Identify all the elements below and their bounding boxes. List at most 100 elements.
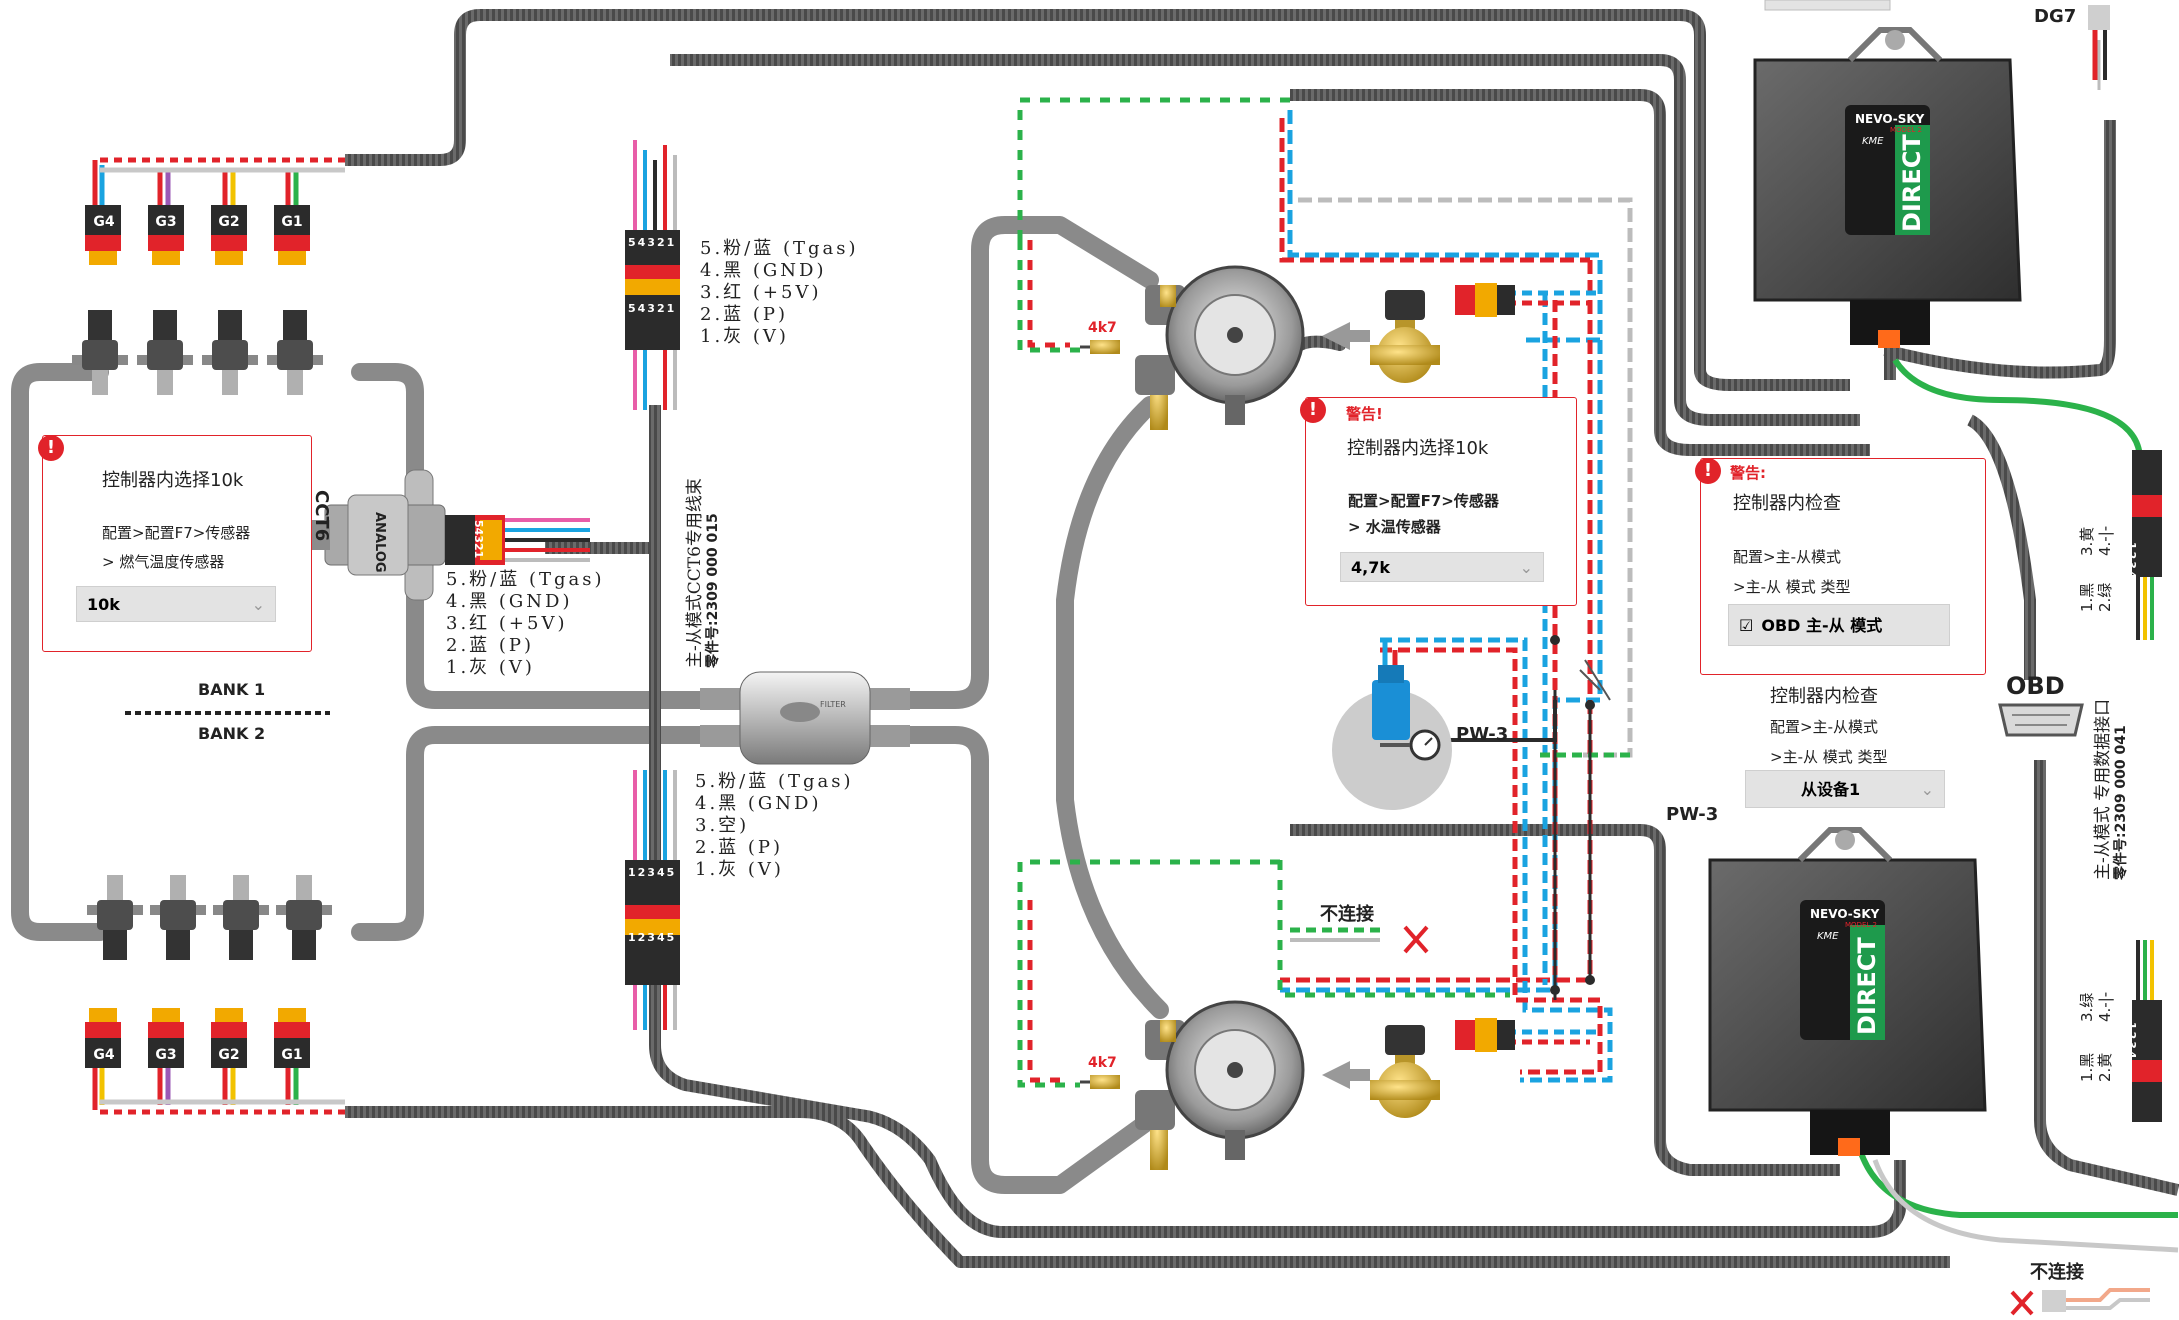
pin-list-b: 5.粉/蓝 (Tgas) 4.黑 (GND) 3.红 (+5V) 2.蓝 (P)… <box>446 569 605 679</box>
gas-injectors-bottom <box>87 875 332 960</box>
injector-connectors-top <box>85 205 310 265</box>
chevron-down-icon: ⌄ <box>1519 558 1533 577</box>
harness-looms <box>345 9 2179 1268</box>
gas-injectors-top <box>72 310 323 395</box>
gas-filter <box>700 671 910 765</box>
injector-label-g1-b: G1 <box>281 1047 303 1063</box>
chevron-down-icon: ⌄ <box>1920 780 1934 799</box>
warning-title-right: 警告: <box>1730 464 1766 482</box>
pin-a-4: 4.黑 (GND) <box>700 260 827 281</box>
checkbox-icon: ☑ <box>1739 616 1754 635</box>
resistor-label-top: 4k7 <box>1088 320 1117 336</box>
valve-connectors <box>1455 283 1515 1052</box>
slave-check-path2: >主-从 模式 类型 <box>1770 748 1888 766</box>
pw3-sensor-label: PW-3 <box>1456 724 1509 745</box>
pin-list-a: 5.粉/蓝 (Tgas) 4.黑 (GND) 3.红 (+5V) 2.蓝 (P)… <box>700 238 859 348</box>
info-mid-path2: > 水温传感器 <box>1348 518 1441 536</box>
green-wire <box>1892 358 2143 461</box>
pin-a-2: 2.蓝 (P) <box>700 304 789 325</box>
cct6-part-number: 零件号:2309 000 015 <box>705 513 721 668</box>
ecu-slave <box>1708 827 1987 1156</box>
pin-c-4: 4.黑 (GND) <box>695 793 822 814</box>
connector-pins-3: 12345 <box>628 866 677 879</box>
not-connected-label-mid: 不连接 <box>1320 904 1374 925</box>
pin-b-1: 1.灰 (V) <box>446 657 535 678</box>
slave-device-select[interactable]: 从设备1 ⌄ <box>1745 770 1945 808</box>
slave-device-value: 从设备1 <box>1801 780 1861 799</box>
injector-label-g2: G2 <box>218 214 240 230</box>
obd-mode-select[interactable]: ☑ OBD 主-从 模式 <box>1728 604 1950 646</box>
dg7-connector <box>2088 5 2110 90</box>
solenoid-valve-top <box>1370 290 1440 383</box>
info-right-path1: 配置>主-从模式 <box>1733 548 1841 566</box>
injector-label-g3: G3 <box>155 214 177 230</box>
obd-mode-value: OBD 主-从 模式 <box>1761 616 1883 635</box>
water-temp-sensor-value: 4,7k <box>1351 558 1390 577</box>
pin-top-2: 2.绿 <box>2096 582 2114 612</box>
conn-top-pinnums: 1234 <box>2125 542 2138 581</box>
ecu-slave-direct: DIRECT <box>1853 937 1881 1035</box>
pin-a-1: 1.灰 (V) <box>700 326 789 347</box>
resistors <box>1080 340 1120 1089</box>
water-temp-sensor-select[interactable]: 4,7k ⌄ <box>1340 552 1544 582</box>
pin-top-4: 4.-|- <box>2096 525 2114 556</box>
injector-label-g4-b: G4 <box>93 1047 115 1063</box>
ecu-master-model: MODEL 2 <box>1890 126 1922 134</box>
pin-b-4: 4.黑 (GND) <box>446 591 573 612</box>
reducer-bottom <box>1135 1000 1305 1170</box>
pin-c-5: 5.粉/蓝 (Tgas) <box>695 771 854 792</box>
gas-temp-sensor-value: 10k <box>87 595 120 614</box>
info-right-path2: >主-从 模式 类型 <box>1733 578 1851 596</box>
info-mid-path1: 配置>配置F7>传感器 <box>1348 492 1499 510</box>
sensor-connectors <box>625 230 680 985</box>
pin-bot-2: 2.黄 <box>2096 1052 2114 1082</box>
obd-part-number: 零件号:2309 000 041 <box>2113 725 2129 880</box>
pin-bot-4: 4.-|- <box>2096 991 2114 1022</box>
connector-pins-2: 54321 <box>628 302 677 315</box>
filter-label: FILTER <box>820 700 846 709</box>
cct6-label: CCT6 <box>311 490 332 542</box>
pin-b-3: 3.红 (+5V) <box>446 613 568 634</box>
ecu-slave-kme: KME <box>1817 931 1839 942</box>
injector-label-g1: G1 <box>281 214 303 230</box>
info-left-text: 控制器内选择10k <box>102 470 244 491</box>
gas-temp-sensor-select[interactable]: 10k⌄ <box>76 586 276 622</box>
pw3-ecu-label: PW-3 <box>1666 804 1719 825</box>
slave-check-text: 控制器内检查 <box>1770 686 1878 707</box>
injector-wires-top <box>92 157 345 210</box>
ecu-master-direct: DIRECT <box>1898 134 1926 232</box>
connector-pins-1: 54321 <box>628 236 677 249</box>
connector-pins-4: 12345 <box>628 931 677 944</box>
pin-bot-1: 1.黑 <box>2078 1052 2096 1082</box>
obd-plug <box>1998 703 2084 737</box>
cct6-sensor <box>310 469 505 601</box>
arrow-top <box>1322 322 1370 350</box>
warning-icon: ! <box>1300 397 1326 423</box>
info-mid-text: 控制器内选择10k <box>1347 438 1489 459</box>
pw3-sensor <box>1332 665 1452 810</box>
reducer-top <box>1135 265 1305 430</box>
data-connectors <box>2132 450 2162 1122</box>
bank2-label: BANK 2 <box>198 724 266 743</box>
pin-top-1: 1.黑 <box>2078 582 2096 612</box>
ecu-master <box>1753 27 2022 348</box>
pin-c-2: 2.蓝 (P) <box>695 837 784 858</box>
pin-b-5: 5.粉/蓝 (Tgas) <box>446 569 605 590</box>
pin-a-3: 3.红 (+5V) <box>700 282 822 303</box>
injector-label-g3-b: G3 <box>155 1047 177 1063</box>
gas-pipes <box>11 216 1169 1194</box>
ecu-master-kme: KME <box>1862 136 1884 147</box>
resistor-label-bottom: 4k7 <box>1088 1055 1117 1071</box>
cct6-pins: 54321 <box>472 520 485 559</box>
pin-c-3: 3.空) <box>695 815 750 836</box>
analog-label: ANALOG <box>372 512 387 573</box>
ecu-master-brand: NEVO-SKY <box>1855 112 1925 126</box>
info-left-path2: > 燃气温度传感器 <box>102 553 225 571</box>
warning-title-mid: 警告! <box>1346 405 1383 423</box>
solenoid-valve-bottom <box>1370 1025 1440 1118</box>
pin-top-3: 3.黄 <box>2078 526 2096 556</box>
